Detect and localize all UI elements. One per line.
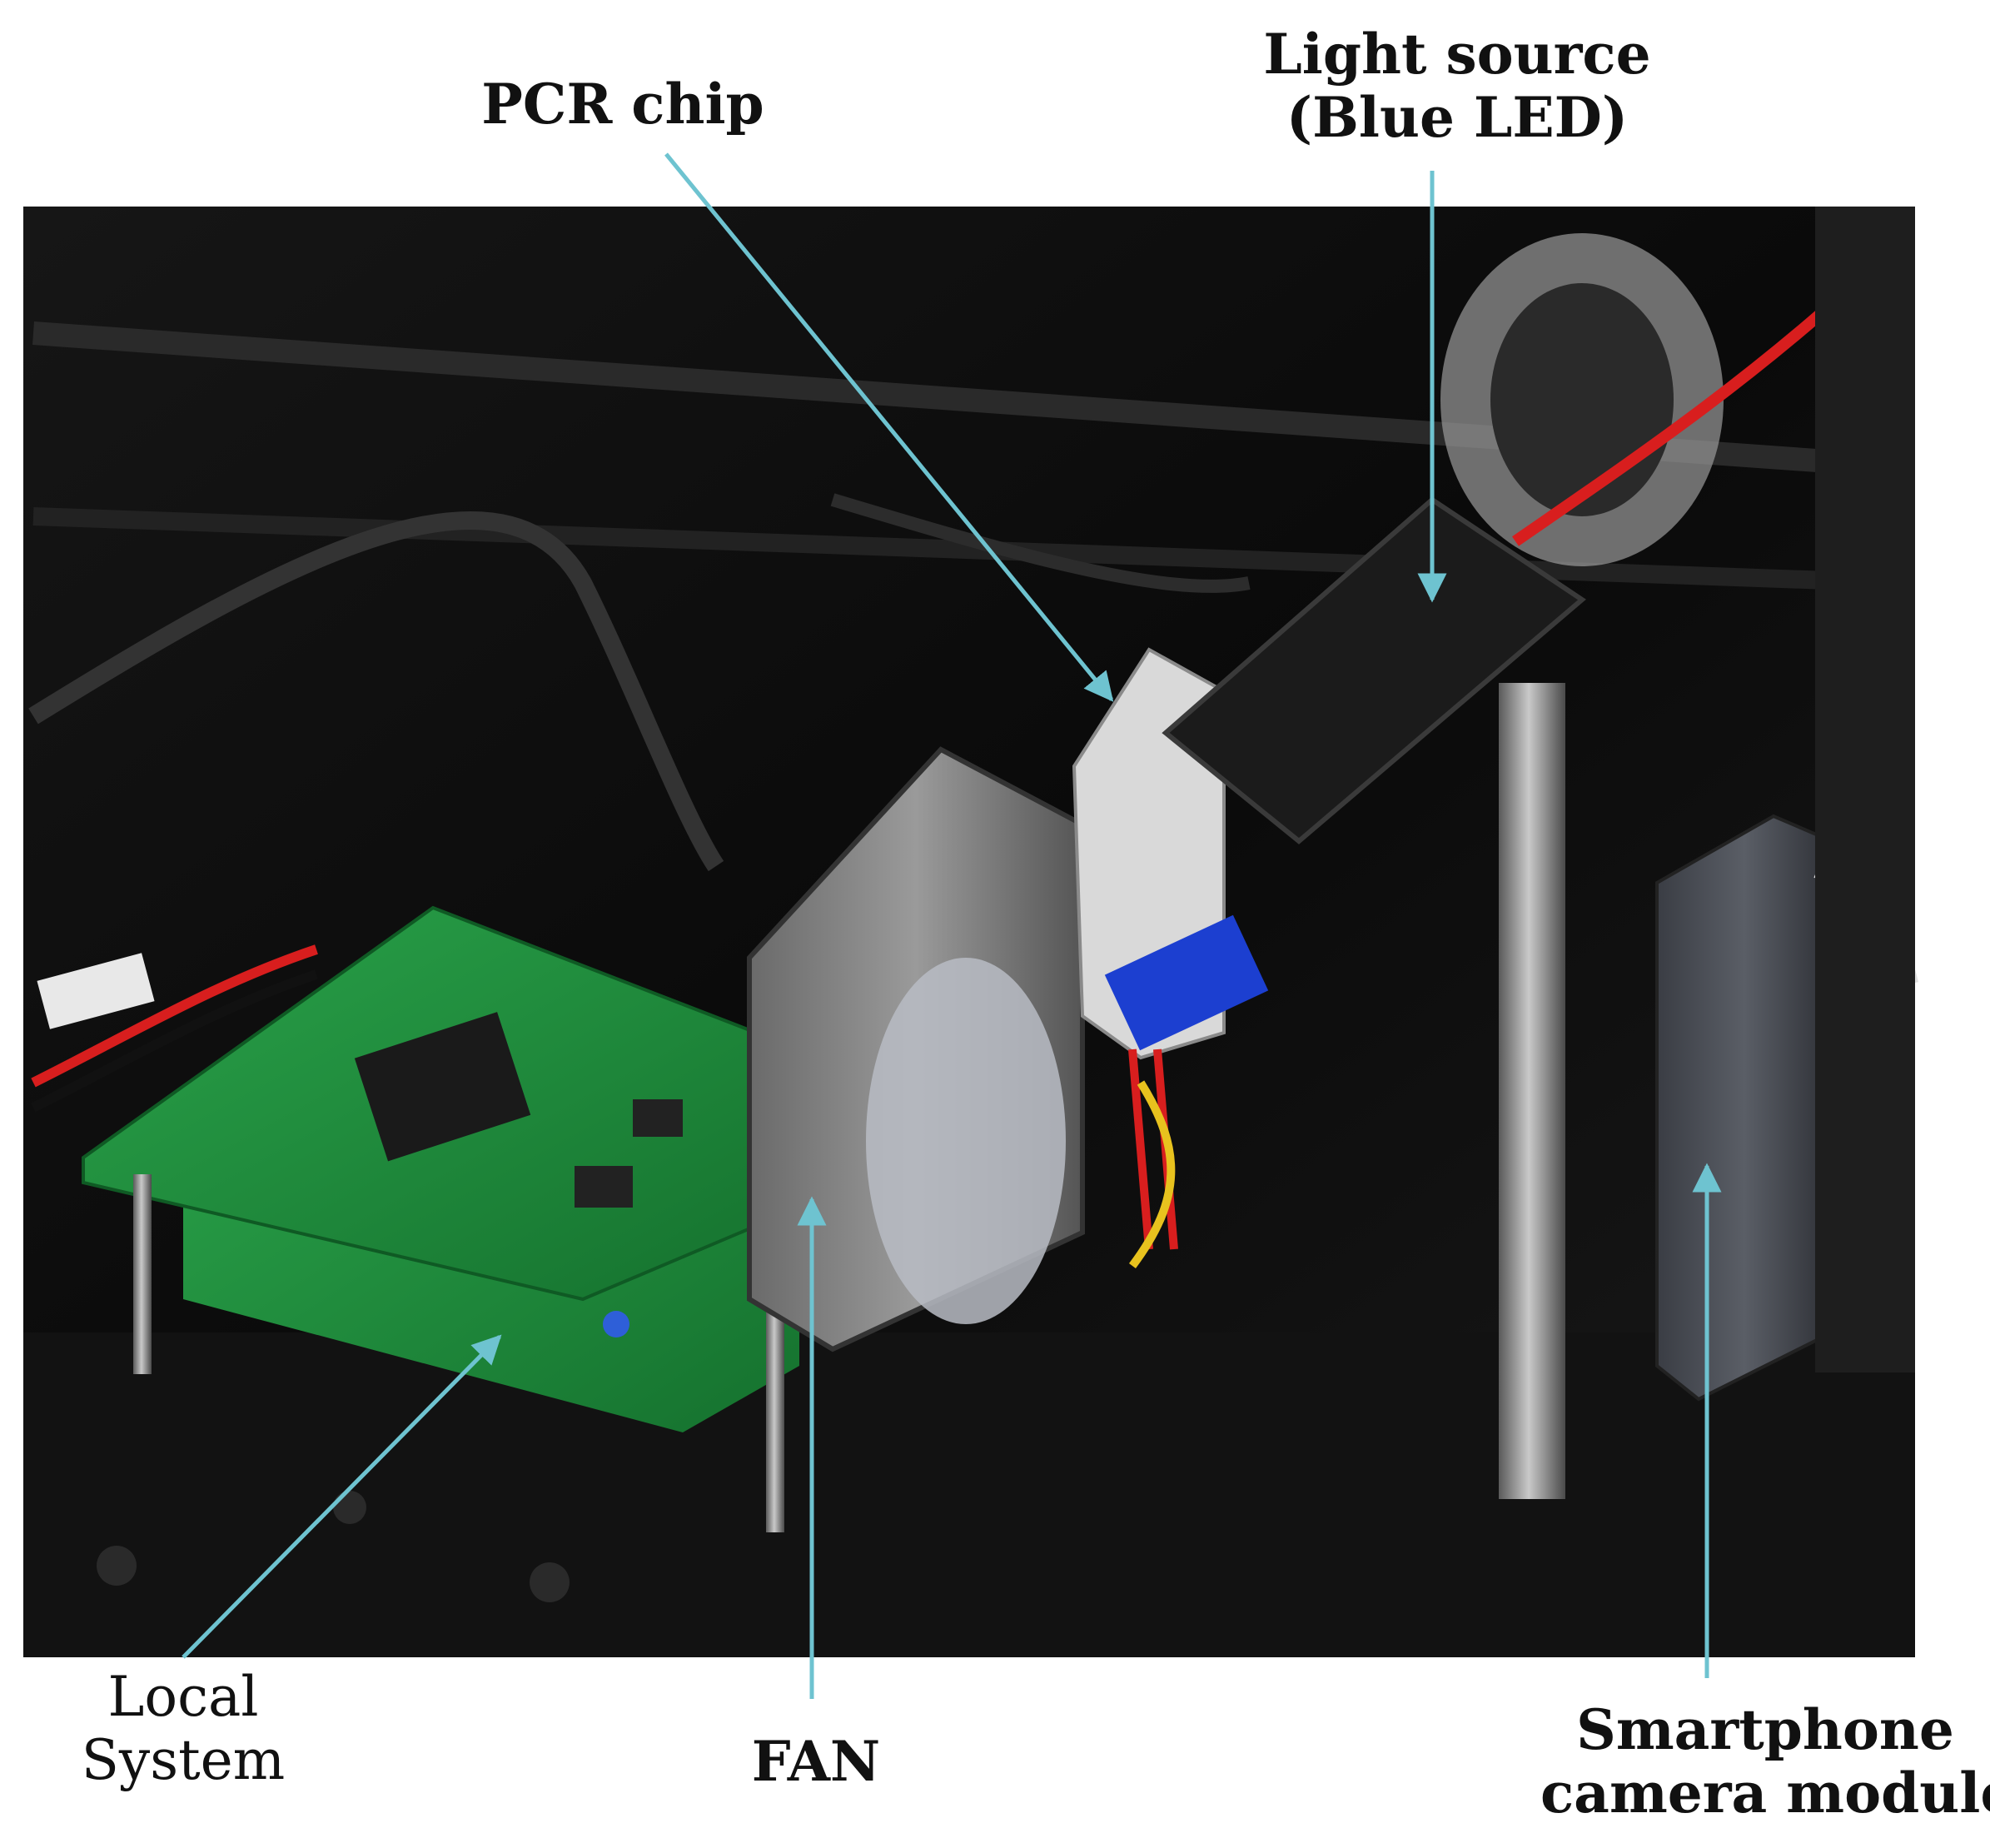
standoff: [133, 1174, 152, 1374]
label-local-system: Local System: [50, 1666, 316, 1792]
ic-chip: [354, 1012, 531, 1162]
camera-module-body: [1655, 814, 1833, 1402]
photo: [23, 207, 1918, 1657]
rail-mid: [32, 507, 1899, 592]
label-light-source-line1: Light source: [1263, 22, 1651, 87]
black-cable-2: [830, 493, 1251, 593]
fan-unit: [747, 746, 1085, 1352]
label-pcr-chip-text: PCR chip: [481, 72, 764, 137]
label-local-system-line1: Local: [107, 1665, 259, 1729]
arrow-pcr-chip: [664, 152, 1114, 702]
label-local-system-line2: System: [81, 1727, 286, 1792]
red-wire: [31, 944, 318, 1088]
blue-connector: [1104, 914, 1269, 1051]
mount-hole: [530, 1562, 570, 1602]
annotation-arrows: [182, 152, 1722, 1699]
right-pillar: [1815, 207, 1915, 1372]
fan-blob: [866, 958, 1066, 1324]
ic-chip-small: [575, 1166, 633, 1208]
arrow-local-system: [182, 1334, 502, 1659]
label-smartphone-line2: camera module: [1540, 1760, 1990, 1826]
capacitor-blue: [603, 1311, 629, 1337]
label-light-source-line2: (Blue LED): [1286, 84, 1629, 150]
black-wire: [31, 969, 318, 1113]
label-pcr-chip: PCR chip: [481, 72, 764, 137]
label-smartphone-line1: Smartphone: [1576, 1697, 1954, 1762]
mount-hole: [97, 1546, 137, 1586]
base-plate: [23, 1332, 1915, 1657]
label-fan-text: FAN: [751, 1729, 881, 1794]
ribbon-yellow: [1128, 1080, 1176, 1268]
black-cable: [28, 511, 724, 872]
ribbon-red: [1128, 1049, 1153, 1250]
led-barrel: [1162, 496, 1586, 844]
label-smartphone-camera-module: Smartphone camera module: [1540, 1697, 1990, 1826]
led-ring-inner: [1490, 283, 1674, 516]
white-connector: [37, 953, 155, 1029]
ic-chip-small: [633, 1099, 683, 1137]
metal-post: [1499, 683, 1565, 1499]
blue-led-light-source: [1162, 233, 1878, 844]
label-fan: FAN: [724, 1729, 908, 1794]
mount-hole: [333, 1491, 366, 1524]
label-light-source: Light source (Blue LED): [1249, 22, 1665, 150]
local-system-board: [82, 905, 801, 1532]
